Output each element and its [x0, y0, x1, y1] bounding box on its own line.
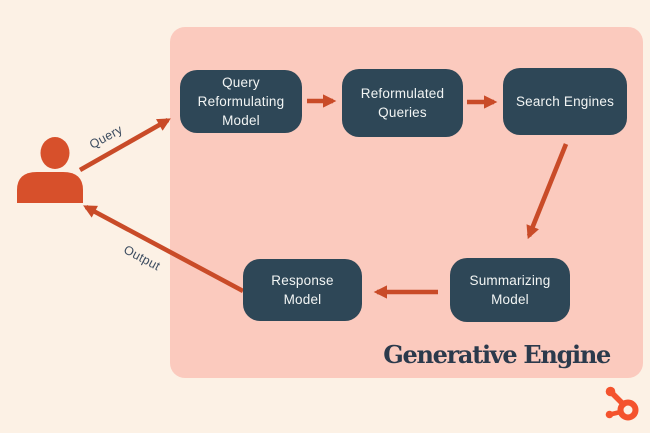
node-search-engines: Search Engines [503, 68, 627, 135]
node-label: Query Reformulating Model [197, 75, 285, 128]
node-response-model: Response Model [243, 259, 362, 321]
query-arrow [78, 118, 171, 172]
node-label: Search Engines [515, 94, 615, 109]
output-arrow [83, 204, 245, 294]
node-query-reformulating-model: Query Reformulating Model [180, 70, 302, 133]
node-label: Response Model [271, 273, 334, 307]
node-summarizing-model: Summarizing Model [450, 258, 570, 322]
node-label: Reformulated Queries [360, 86, 445, 120]
user-person-icon [17, 137, 83, 203]
hubspot-sprocket-icon [605, 386, 639, 421]
node-label: Summarizing Model [469, 273, 551, 307]
arrow-search-to-summarizing [526, 143, 569, 240]
panel-title: Generative Engine [383, 340, 611, 369]
node-reformulated-queries: Reformulated Queries [342, 69, 463, 137]
